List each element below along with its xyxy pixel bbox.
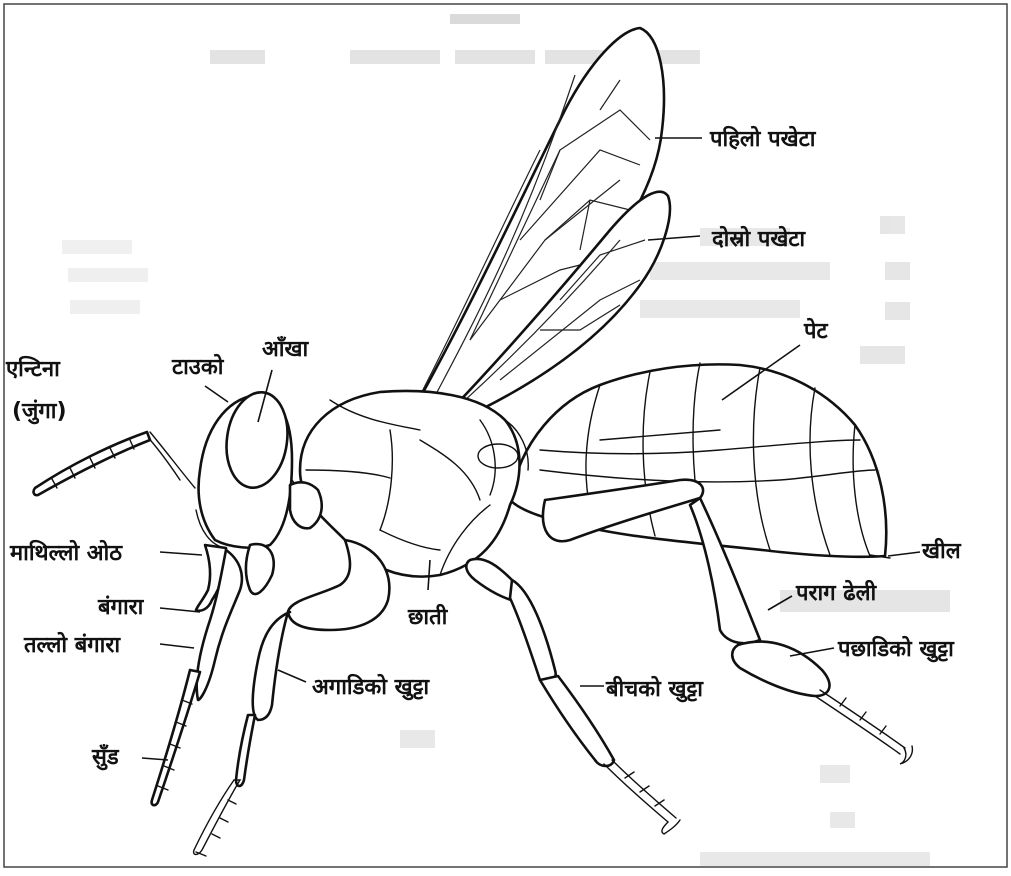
leader-mandible: [160, 608, 200, 612]
label-proboscis: सुँड: [91, 743, 120, 771]
label-thorax: छाती: [407, 603, 449, 630]
label-upper-lip: माथिल्लो ओठ: [9, 539, 123, 566]
leader-sting: [888, 552, 920, 556]
label-antenna-alt: (जुंगा): [12, 399, 67, 425]
label-first-wing: पहिलो पखेटा: [709, 125, 817, 152]
head: [196, 388, 306, 700]
leader-head: [205, 386, 228, 402]
leader-upper-lip: [160, 552, 202, 555]
label-abdomen: पेट: [803, 317, 828, 344]
label-hindleg: पछाडिको खुट्टा: [837, 635, 955, 663]
label-antenna: एन्टिना: [5, 355, 61, 382]
label-eye: आँखा: [262, 335, 309, 362]
label-midleg: बीचको खुट्टा: [605, 675, 704, 703]
neck: [290, 482, 322, 528]
label-second-wing: दोस्रो पखेटा: [711, 225, 806, 252]
label-lower-mandible: तल्लो बंगारा: [23, 631, 121, 658]
label-pollen-basket: पराग ढेली: [795, 579, 878, 606]
label-sting: खील: [921, 537, 962, 564]
leader-foreleg: [278, 670, 306, 682]
proboscis: [152, 670, 200, 805]
antenna: [34, 432, 195, 495]
label-foreleg: अगाडिको खुट्टा: [312, 673, 430, 701]
leader-lower-mandible: [160, 644, 194, 648]
label-mandible: बंगारा: [97, 595, 145, 620]
thorax: [300, 391, 528, 577]
label-head: टाउको: [171, 353, 225, 380]
